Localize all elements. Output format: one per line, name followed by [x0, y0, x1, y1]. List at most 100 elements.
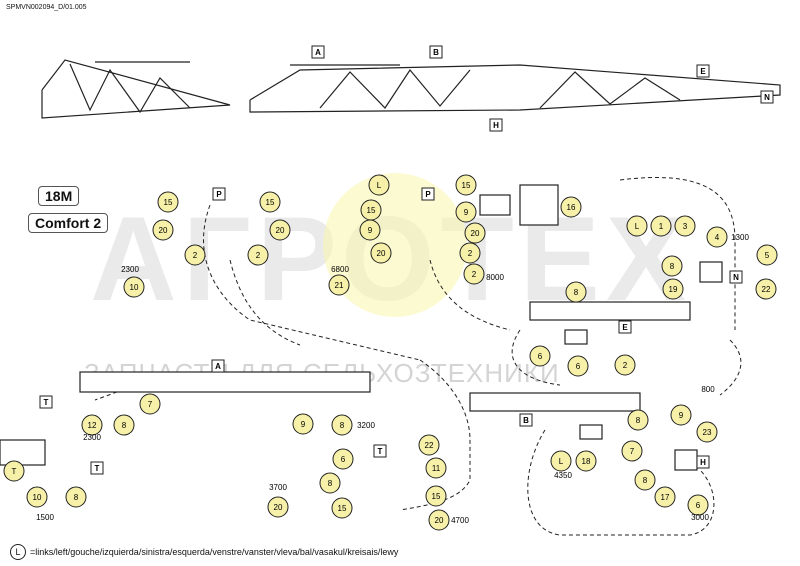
callout-number: 9	[679, 411, 684, 420]
section-letter: T	[378, 447, 383, 456]
callout-number: 21	[335, 281, 344, 290]
legend-text: =links/left/gouche/izquierda/sinistra/es…	[30, 547, 399, 557]
hose-length: 3000	[691, 513, 709, 522]
callout-number: 8	[340, 421, 345, 430]
section-marker	[421, 187, 435, 201]
callout-number: 20	[159, 226, 168, 235]
section-letter: P	[216, 190, 222, 199]
section-letter: N	[764, 93, 770, 102]
callout-number: 22	[425, 441, 434, 450]
callout-number: 2	[623, 361, 628, 370]
callout-number: T	[12, 467, 17, 476]
callout-number: 23	[703, 428, 712, 437]
callout-number: 2	[468, 249, 473, 258]
callout-number: 9	[301, 420, 306, 429]
hose-length: 2300	[121, 265, 139, 274]
hose-length: 1300	[731, 233, 749, 242]
watermark-gear	[323, 173, 467, 317]
callout-number: 18	[582, 457, 591, 466]
legend: L =links/left/gouche/izquierda/sinistra/…	[10, 544, 398, 560]
callout-number: 15	[338, 504, 347, 513]
callout-number: 6	[696, 501, 701, 510]
hose-length: 4700	[451, 516, 469, 525]
callout-number: 19	[669, 285, 678, 294]
callout-number: 15	[462, 181, 471, 190]
callout-number: 8	[643, 476, 648, 485]
callout-number: 8	[328, 479, 333, 488]
boom-frame-left	[41, 59, 231, 119]
callout-circles	[3, 174, 778, 531]
callout-number: 10	[33, 493, 42, 502]
callout-number: 6	[576, 362, 581, 371]
section-letter: H	[493, 121, 499, 130]
boom-frame-right	[249, 64, 781, 113]
section-marker	[212, 187, 226, 201]
callout-number: 15	[367, 206, 376, 215]
callout-number: 1	[659, 222, 664, 231]
hose-length: 1500	[36, 513, 54, 522]
document-code: SPMVN002094_D/01.005	[6, 4, 87, 11]
model-label: 18M	[38, 186, 80, 206]
section-marker	[696, 64, 710, 78]
section-marker	[489, 118, 503, 132]
section-marker	[311, 45, 325, 59]
section-marker	[696, 455, 710, 469]
callout-number: 3	[683, 222, 688, 231]
section-marker	[519, 413, 533, 427]
section-letter: N	[733, 273, 739, 282]
hose-length: 8000	[486, 273, 504, 282]
callout-number: 9	[368, 226, 373, 235]
section-marker	[211, 359, 225, 373]
callout-number: 20	[435, 516, 444, 525]
section-letter: E	[700, 67, 706, 76]
section-letter: H	[700, 458, 706, 467]
section-letter: T	[44, 398, 49, 407]
callout-number: 8	[636, 416, 641, 425]
callout-number: 22	[762, 285, 771, 294]
callout-number: 6	[538, 352, 543, 361]
section-letter: T	[95, 464, 100, 473]
callout-number: 7	[630, 447, 635, 456]
callout-number: 2	[193, 251, 198, 260]
section-letter: A	[315, 48, 321, 57]
callout-number: 8	[574, 288, 579, 297]
section-letter: B	[523, 416, 529, 425]
section-marker	[373, 444, 387, 458]
callout-number: 7	[148, 400, 153, 409]
callout-number: 17	[661, 493, 670, 502]
section-marker	[760, 90, 774, 104]
callout-number: 10	[130, 283, 139, 292]
section-marker	[618, 320, 632, 334]
callout-number: 8	[122, 421, 127, 430]
callout-number: L	[559, 457, 564, 466]
hose-length: 6800	[331, 265, 349, 274]
callout-number: 15	[164, 198, 173, 207]
callout-number: 2	[256, 251, 261, 260]
callout-number: 8	[74, 493, 79, 502]
section-letter: E	[622, 323, 628, 332]
section-marker	[39, 395, 53, 409]
callout-number: 11	[432, 464, 441, 473]
hose-length: 3700	[269, 483, 287, 492]
section-letter: P	[425, 190, 431, 199]
callout-number: L	[635, 222, 640, 231]
callout-number: 16	[567, 203, 576, 212]
legend-symbol: L	[10, 544, 26, 560]
valve-blocks	[564, 261, 723, 471]
section-marker	[729, 270, 743, 284]
callout-number: 20	[274, 503, 283, 512]
callout-number: 4	[715, 233, 720, 242]
callout-number: 20	[276, 226, 285, 235]
hose-length: 2300	[83, 433, 101, 442]
callout-number: 6	[341, 455, 346, 464]
hose-length: 3200	[357, 421, 375, 430]
callout-number: 20	[377, 249, 386, 258]
cylinders	[0, 184, 691, 466]
callout-number: 15	[266, 198, 275, 207]
callout-number: 8	[670, 262, 675, 271]
section-marker	[429, 45, 443, 59]
hose-length: 4350	[554, 471, 572, 480]
callout-number: 15	[432, 492, 441, 501]
callout-number: 2	[472, 270, 477, 279]
